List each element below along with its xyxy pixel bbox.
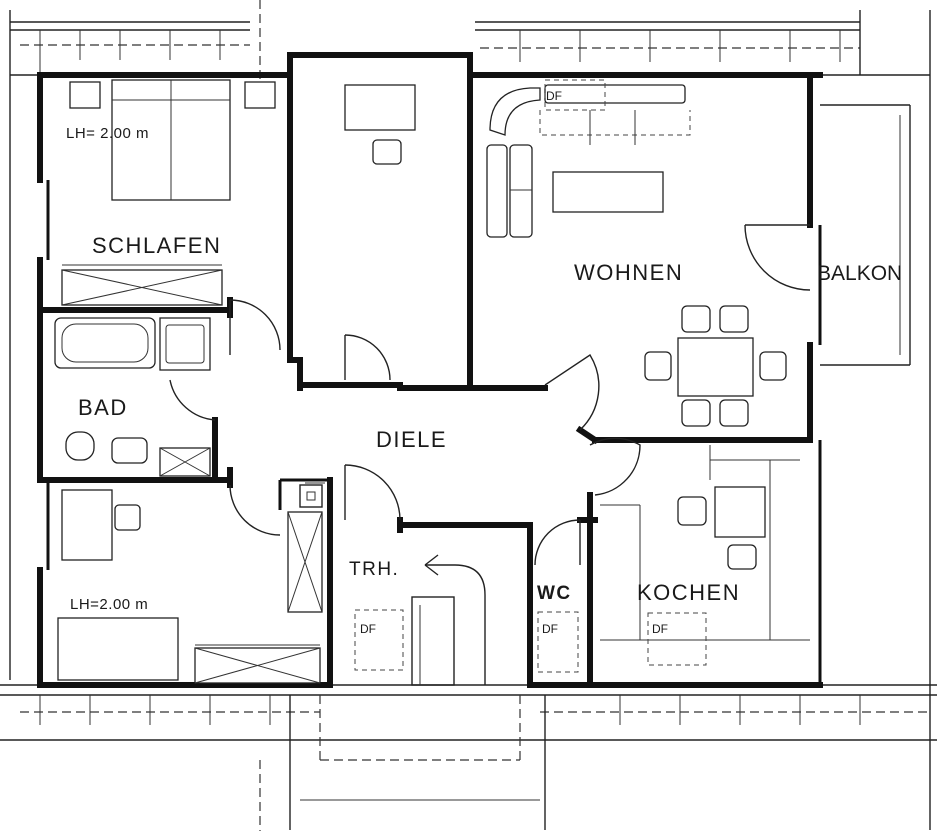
ceiling-height-note-kinder: LH=2.00 m <box>70 596 148 613</box>
living-room-furniture <box>486 79 787 427</box>
room-label-schlafen: SCHLAFEN <box>92 233 221 258</box>
bedroom-furniture <box>61 79 276 306</box>
stairwell <box>354 554 486 686</box>
room-label-balkon: BALKON <box>817 262 902 285</box>
study-furniture <box>344 84 416 165</box>
wc-fixtures <box>537 611 579 673</box>
room-label-kochen: KOCHEN <box>637 580 740 605</box>
room-label-trh: TRH. <box>349 559 399 580</box>
df-label-wohnen: DF <box>546 89 562 103</box>
room-label-wohnen: WOHNEN <box>574 260 683 285</box>
roof-outline-top <box>9 0 931 830</box>
room-label-bad: BAD <box>78 395 128 420</box>
child-room-furniture <box>57 489 323 684</box>
roof-outline-bottom <box>0 684 937 831</box>
room-label-diele: DIELE <box>376 427 447 452</box>
doors <box>169 224 811 566</box>
df-label-kochen: DF <box>652 622 668 636</box>
walls <box>37 52 911 688</box>
kitchen-furniture <box>600 445 810 666</box>
df-label-treppe: DF <box>360 622 376 636</box>
bathroom-fixtures <box>54 317 211 477</box>
ceiling-height-note-schlafen: LH= 2.00 m <box>66 125 149 142</box>
room-label-wc: WC <box>537 583 572 604</box>
df-label-wc: DF <box>542 622 558 636</box>
